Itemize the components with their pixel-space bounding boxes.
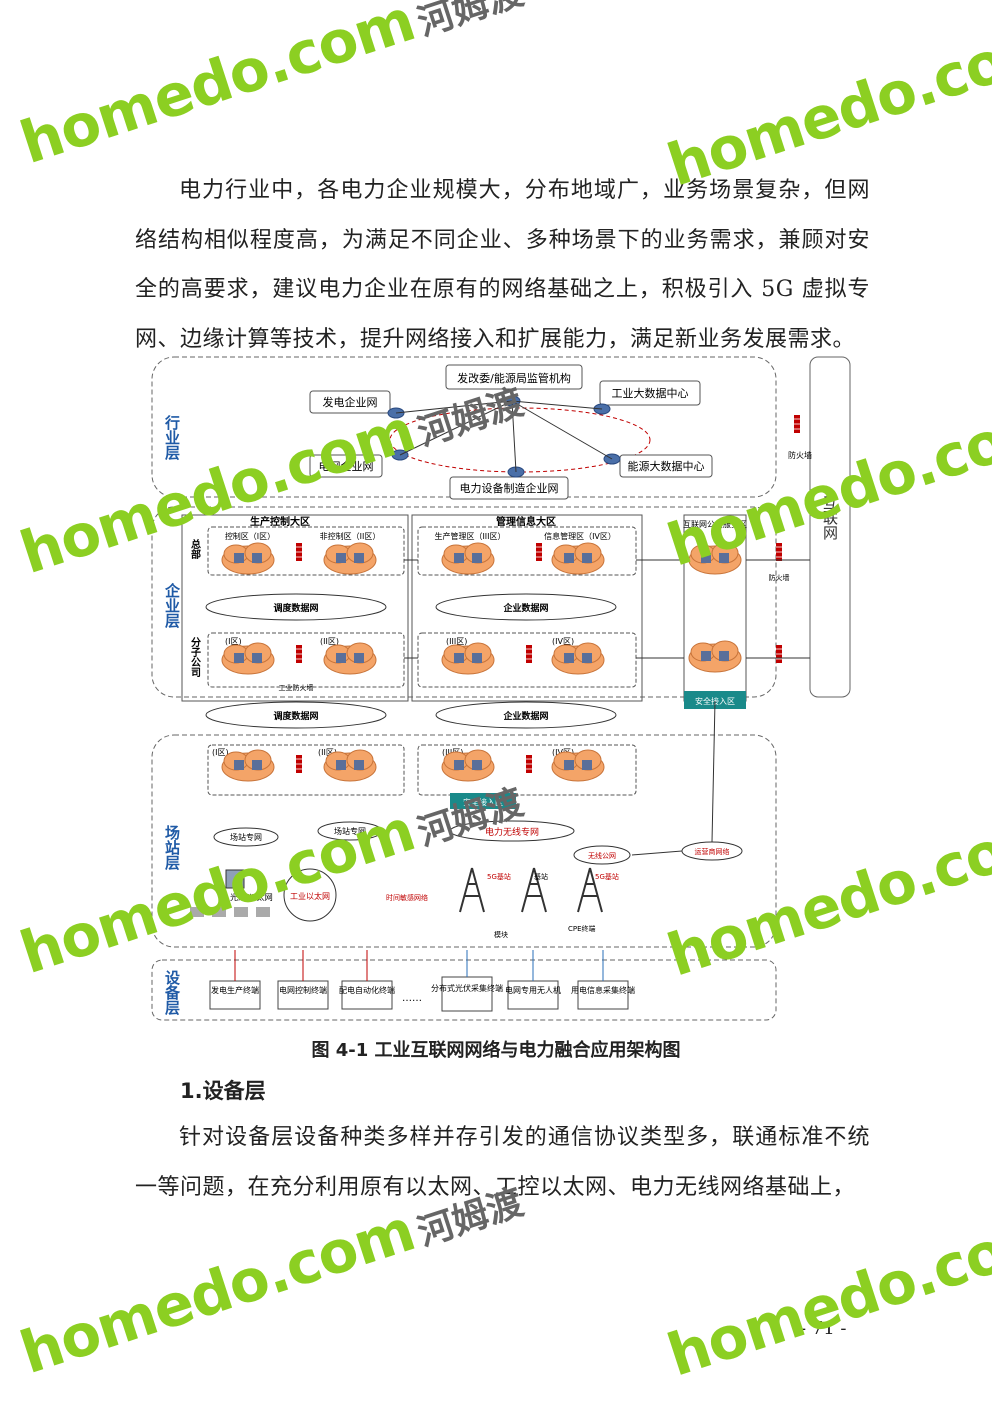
svg-text:光纤/以太网: 光纤/以太网 — [230, 892, 273, 902]
watermark-logo: homedo.com — [12, 0, 423, 178]
intro-text: 电力行业中，各电力企业规模大，分布地域广，业务场景复杂，但网络结构相似程度高，为… — [135, 178, 870, 352]
svg-text:CPE终端: CPE终端 — [568, 924, 596, 933]
hq-label: 总部 — [189, 538, 201, 560]
device-layer-box — [151, 959, 777, 1021]
layer-label-station: 场站层 — [163, 825, 181, 871]
svg-text:工业以太网: 工业以太网 — [290, 891, 330, 901]
svg-text:防火墙: 防火墙 — [769, 573, 790, 582]
industry-node-bigdata: 工业大数据中心 — [612, 386, 689, 400]
device-ellipsis: …… — [402, 993, 422, 1004]
zone-mgmt-box — [411, 514, 643, 702]
enterprise-layer-box — [151, 506, 777, 698]
svg-text:生产管理区（III区）: 生产管理区（III区） — [434, 531, 505, 541]
wireless-net-label: 电力无线专网 — [485, 826, 539, 838]
svg-text:5G基站: 5G基站 — [487, 872, 511, 881]
architecture-diagram: 行业层 企业层 场站层 设备层 互联网 发改委/能源局监管机构 发电企业网 工业… — [150, 355, 860, 1023]
svg-text:(II区): (II区) — [320, 637, 339, 646]
svg-text:基站: 基站 — [534, 872, 548, 881]
section-paragraph: 针对设备层设备种类多样并存引发的通信协议类型多，联通标准不统一等问题，在充分利用… — [135, 1113, 870, 1212]
layer-label-device: 设备层 — [163, 970, 181, 1016]
industry-node-power-gen: 发电企业网 — [323, 395, 378, 409]
dispatch-net-label-2: 调度数据网 — [273, 710, 318, 722]
svg-text:信息管理区（IV区）: 信息管理区（IV区） — [544, 531, 616, 541]
svg-text:运营商网络: 运营商网络 — [695, 847, 730, 856]
industry-ring — [389, 407, 651, 473]
section-heading: 1.设备层 — [180, 1079, 266, 1103]
device-4: 分布式光伏采集终端 — [431, 983, 503, 993]
watermark-8: homedo.com — [660, 1198, 992, 1389]
device-3: 配电自动化终端 — [339, 985, 395, 995]
industry-center: 发改委/能源局监管机构 — [457, 371, 571, 385]
station-net-label-1: 场站专网 — [230, 832, 262, 842]
watermark-logo: homedo.com — [12, 1195, 423, 1388]
zone-control-label: 生产控制大区 — [250, 515, 310, 528]
branch-label: 分子公司 — [189, 636, 201, 678]
svg-text:(II区): (II区) — [318, 748, 337, 757]
industry-node-grid: 电网企业网 — [319, 459, 374, 473]
industry-node-energy-data: 能源大数据中心 — [628, 459, 705, 473]
page-number: - 71 - — [800, 1318, 847, 1339]
layer-label-industry: 行业层 — [163, 414, 181, 461]
industry-node-equipment: 电力设备制造企业网 — [460, 481, 559, 495]
svg-text:工业防火墙: 工业防火墙 — [279, 683, 314, 692]
svg-text:时间敏感网络: 时间敏感网络 — [386, 893, 428, 902]
enterprise-net-label-1: 企业数据网 — [502, 602, 548, 614]
device-2: 电网控制终端 — [279, 985, 327, 995]
watermark-logo: homedo.com — [659, 1198, 992, 1390]
public-zone-label: 互联网公共服务区 — [683, 519, 747, 529]
internet-label: 互联网 — [821, 495, 839, 541]
device-5: 电网专用无人机 — [505, 985, 561, 995]
svg-text:5G基站: 5G基站 — [595, 872, 619, 881]
dispatch-net-label-1: 调度数据网 — [273, 602, 318, 614]
device-1: 发电生产终端 — [211, 985, 259, 995]
svg-text:模块: 模块 — [494, 930, 508, 939]
figure-caption: 图 4-1 工业互联网网络与电力融合应用架构图 — [311, 1040, 681, 1061]
device-6: 用电信息采集终端 — [571, 985, 635, 995]
station-secure-access: 安全接入区 — [463, 797, 503, 807]
svg-text:(III区): (III区) — [446, 637, 467, 646]
section-text: 针对设备层设备种类多样并存引发的通信协议类型多，联通标准不统一等问题，在充分利用… — [135, 1125, 870, 1200]
zone-mgmt-label: 管理信息大区 — [496, 515, 556, 528]
svg-text:无线公网: 无线公网 — [588, 851, 616, 860]
svg-text:非控制区（II区）: 非控制区（II区） — [320, 531, 381, 541]
watermark-1: homedo.com 河姆渡 — [12, 0, 530, 177]
zone-control-box — [181, 514, 409, 702]
svg-text:(I区): (I区) — [212, 748, 229, 757]
industry-firewall-label: 防火墙 — [788, 450, 812, 460]
station-layer-box — [151, 734, 777, 948]
svg-text:(IV区): (IV区) — [552, 637, 574, 646]
svg-text:控制区（I区）: 控制区（I区） — [225, 531, 275, 541]
svg-text:(I区): (I区) — [225, 637, 242, 646]
enterprise-net-label-2: 企业数据网 — [502, 710, 548, 722]
internet-box — [809, 356, 851, 698]
layer-label-enterprise: 企业层 — [163, 582, 181, 629]
intro-paragraph: 电力行业中，各电力企业规模大，分布地域广，业务场景复杂，但网络结构相似程度高，为… — [135, 166, 870, 364]
station-net-label-2: 场站专网 — [334, 826, 366, 836]
